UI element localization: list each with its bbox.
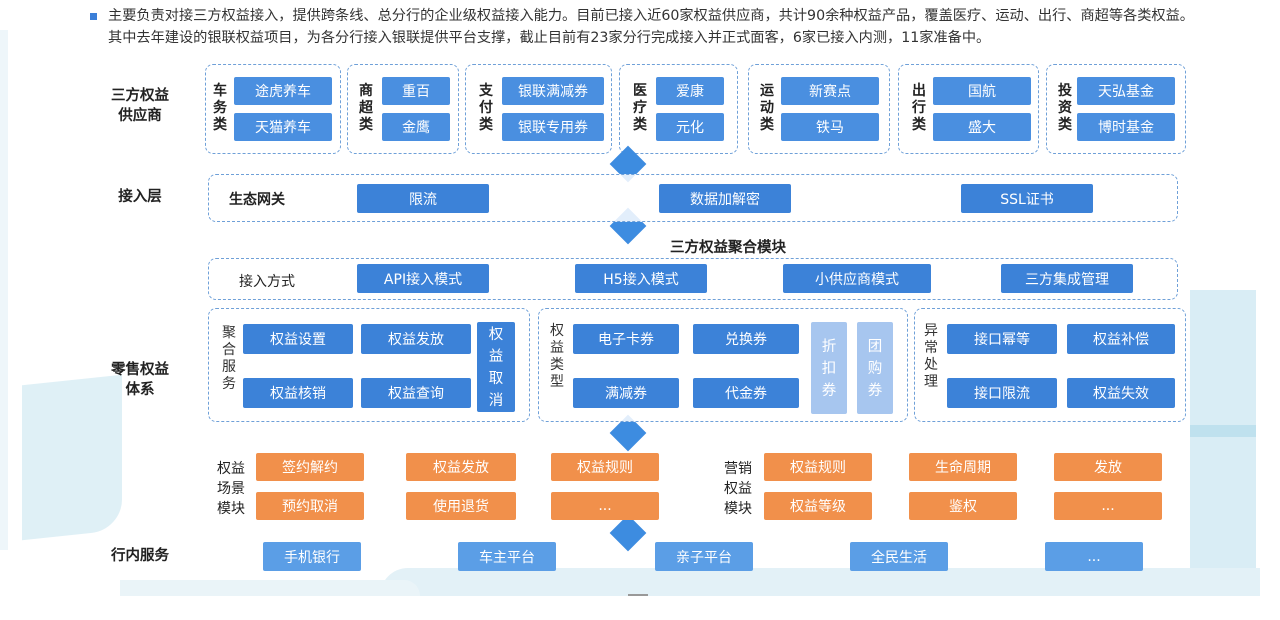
row-label-retail: 零售权益体系 [111, 362, 169, 398]
agg-service-tall-item: 权益取消 [477, 322, 515, 412]
supplier-group-payment: 支付类 银联满减券 银联专用券 [465, 64, 612, 154]
marketing-module-item: 权益等级 [764, 492, 872, 520]
agg-service-item: 权益发放 [361, 324, 471, 354]
rights-type-tall-text: 团购券 [867, 339, 883, 399]
background-shape-bottom-left [120, 580, 420, 596]
rights-type-tall-text: 折扣券 [821, 339, 837, 399]
rights-type-label: 权益类型 [550, 323, 564, 390]
exceptions-item: 权益补偿 [1067, 324, 1175, 354]
scene-module-label: 权益场景模块 [217, 461, 245, 517]
exceptions-item: 接口幂等 [947, 324, 1057, 354]
scene-module-item: 权益发放 [406, 453, 516, 481]
row-label-access: 接入层 [118, 189, 162, 205]
inner-service-item: 亲子平台 [655, 542, 753, 571]
scene-module-item: 预约取消 [256, 492, 364, 520]
rights-type-item: 电子卡券 [573, 324, 679, 354]
row-label-suppliers: 三方权益供应商 [108, 86, 172, 126]
agg-service-tall-text: 权益取消 [488, 327, 504, 409]
supplier-group-travel: 出行类 国航 盛大 [898, 64, 1039, 154]
agg-service-label: 聚合服务 [222, 325, 236, 392]
marketing-module-item: 鉴权 [909, 492, 1017, 520]
supplier-group-label: 商超类 [359, 83, 373, 133]
gateway-item: 数据加解密 [659, 184, 791, 213]
bullet-icon [90, 13, 97, 20]
gateway-box: 生态网关 限流 数据加解密 SSL证书 [208, 174, 1178, 222]
exceptions-item: 接口限流 [947, 378, 1057, 408]
row-label-inner: 行内服务 [111, 548, 169, 564]
supplier-item: 银联专用券 [502, 113, 604, 141]
supplier-item: 金鹰 [382, 113, 450, 141]
supplier-group-label: 支付类 [479, 83, 493, 133]
supplier-group-label: 医疗类 [633, 83, 647, 133]
supplier-item: 爱康 [656, 77, 724, 105]
supplier-group-supermarket: 商超类 重百 金鹰 [347, 64, 459, 154]
supplier-item: 重百 [382, 77, 450, 105]
access-mode-item: API接入模式 [357, 264, 489, 293]
supplier-group-label: 出行类 [912, 83, 926, 133]
intro-paragraph: 主要负责对接三方权益接入，提供跨条线、总分行的企业级权益接入能力。目前已接入近6… [90, 5, 1202, 49]
exceptions-item: 权益失效 [1067, 378, 1175, 408]
access-mode-item: H5接入模式 [575, 264, 707, 293]
access-mode-label: 接入方式 [239, 274, 295, 290]
supplier-group-sports: 运动类 新赛点 铁马 [748, 64, 890, 154]
supplier-group-investment: 投资类 天弘基金 博时基金 [1046, 64, 1186, 154]
inner-service-item: 车主平台 [458, 542, 556, 571]
aggregation-module-title: 三方权益聚合模块 [670, 240, 786, 256]
row-label-suppliers-text: 三方权益供应商 [111, 88, 169, 124]
connector-diamond [609, 514, 647, 552]
marketing-module-item: 发放 [1054, 453, 1162, 481]
marketing-module-item: ... [1054, 492, 1162, 520]
supplier-item: 银联满减券 [502, 77, 604, 105]
supplier-item: 盛大 [933, 113, 1031, 141]
supplier-item: 元化 [656, 113, 724, 141]
scene-module-item: 使用退货 [406, 492, 516, 520]
agg-service-box: 聚合服务 权益设置 权益发放 权益核销 权益查询 权益取消 [208, 308, 530, 422]
page-indicator [628, 594, 648, 596]
exceptions-box: 异常处理 接口幂等 权益补偿 接口限流 权益失效 [914, 308, 1186, 422]
inner-service-item: ... [1045, 542, 1143, 571]
supplier-item: 途虎养车 [234, 77, 332, 105]
rights-type-item: 代金券 [693, 378, 799, 408]
inner-service-item: 全民生活 [850, 542, 948, 571]
inner-service-item: 手机银行 [263, 542, 361, 571]
background-shape-left [22, 374, 122, 541]
marketing-module-label: 营销权益模块 [724, 461, 752, 517]
supplier-group-label: 投资类 [1058, 83, 1072, 133]
gateway-item: SSL证书 [961, 184, 1093, 213]
agg-service-item: 权益设置 [243, 324, 353, 354]
rights-type-item: 兑换券 [693, 324, 799, 354]
supplier-group-medical: 医疗类 爱康 元化 [619, 64, 738, 154]
exceptions-label: 异常处理 [924, 323, 938, 390]
supplier-item: 国航 [933, 77, 1031, 105]
rights-type-item: 满减券 [573, 378, 679, 408]
marketing-module-item: 生命周期 [909, 453, 1017, 481]
supplier-item: 铁马 [781, 113, 879, 141]
background-strip-left [0, 30, 8, 550]
supplier-item: 博时基金 [1077, 113, 1175, 141]
supplier-item: 新赛点 [781, 77, 879, 105]
rights-type-tall-item: 折扣券 [811, 322, 847, 414]
marketing-module-item: 权益规则 [764, 453, 872, 481]
intro-text: 主要负责对接三方权益接入，提供跨条线、总分行的企业级权益接入能力。目前已接入近6… [108, 8, 1194, 46]
access-mode-item: 小供应商模式 [783, 264, 931, 293]
rights-type-tall-item: 团购券 [857, 322, 893, 414]
agg-service-item: 权益核销 [243, 378, 353, 408]
agg-service-item: 权益查询 [361, 378, 471, 408]
supplier-group-label: 车务类 [213, 83, 227, 133]
supplier-item: 天猫养车 [234, 113, 332, 141]
supplier-group-car: 车务类 途虎养车 天猫养车 [205, 64, 341, 154]
scene-module-item: 签约解约 [256, 453, 364, 481]
background-shape-right [1190, 290, 1256, 590]
scene-module-item: 权益规则 [551, 453, 659, 481]
background-stripe-right [1190, 425, 1256, 437]
supplier-item: 天弘基金 [1077, 77, 1175, 105]
gateway-label: 生态网关 [229, 192, 285, 208]
background-shape-bottom [380, 568, 1260, 596]
supplier-group-label: 运动类 [760, 83, 774, 133]
gateway-item: 限流 [357, 184, 489, 213]
rights-type-box: 权益类型 电子卡券 兑换券 满减券 代金券 折扣券 团购券 [538, 308, 908, 422]
access-mode-box: 接入方式 API接入模式 H5接入模式 小供应商模式 三方集成管理 [208, 258, 1178, 300]
scene-module-item: ... [551, 492, 659, 520]
access-mode-item: 三方集成管理 [1001, 264, 1133, 293]
